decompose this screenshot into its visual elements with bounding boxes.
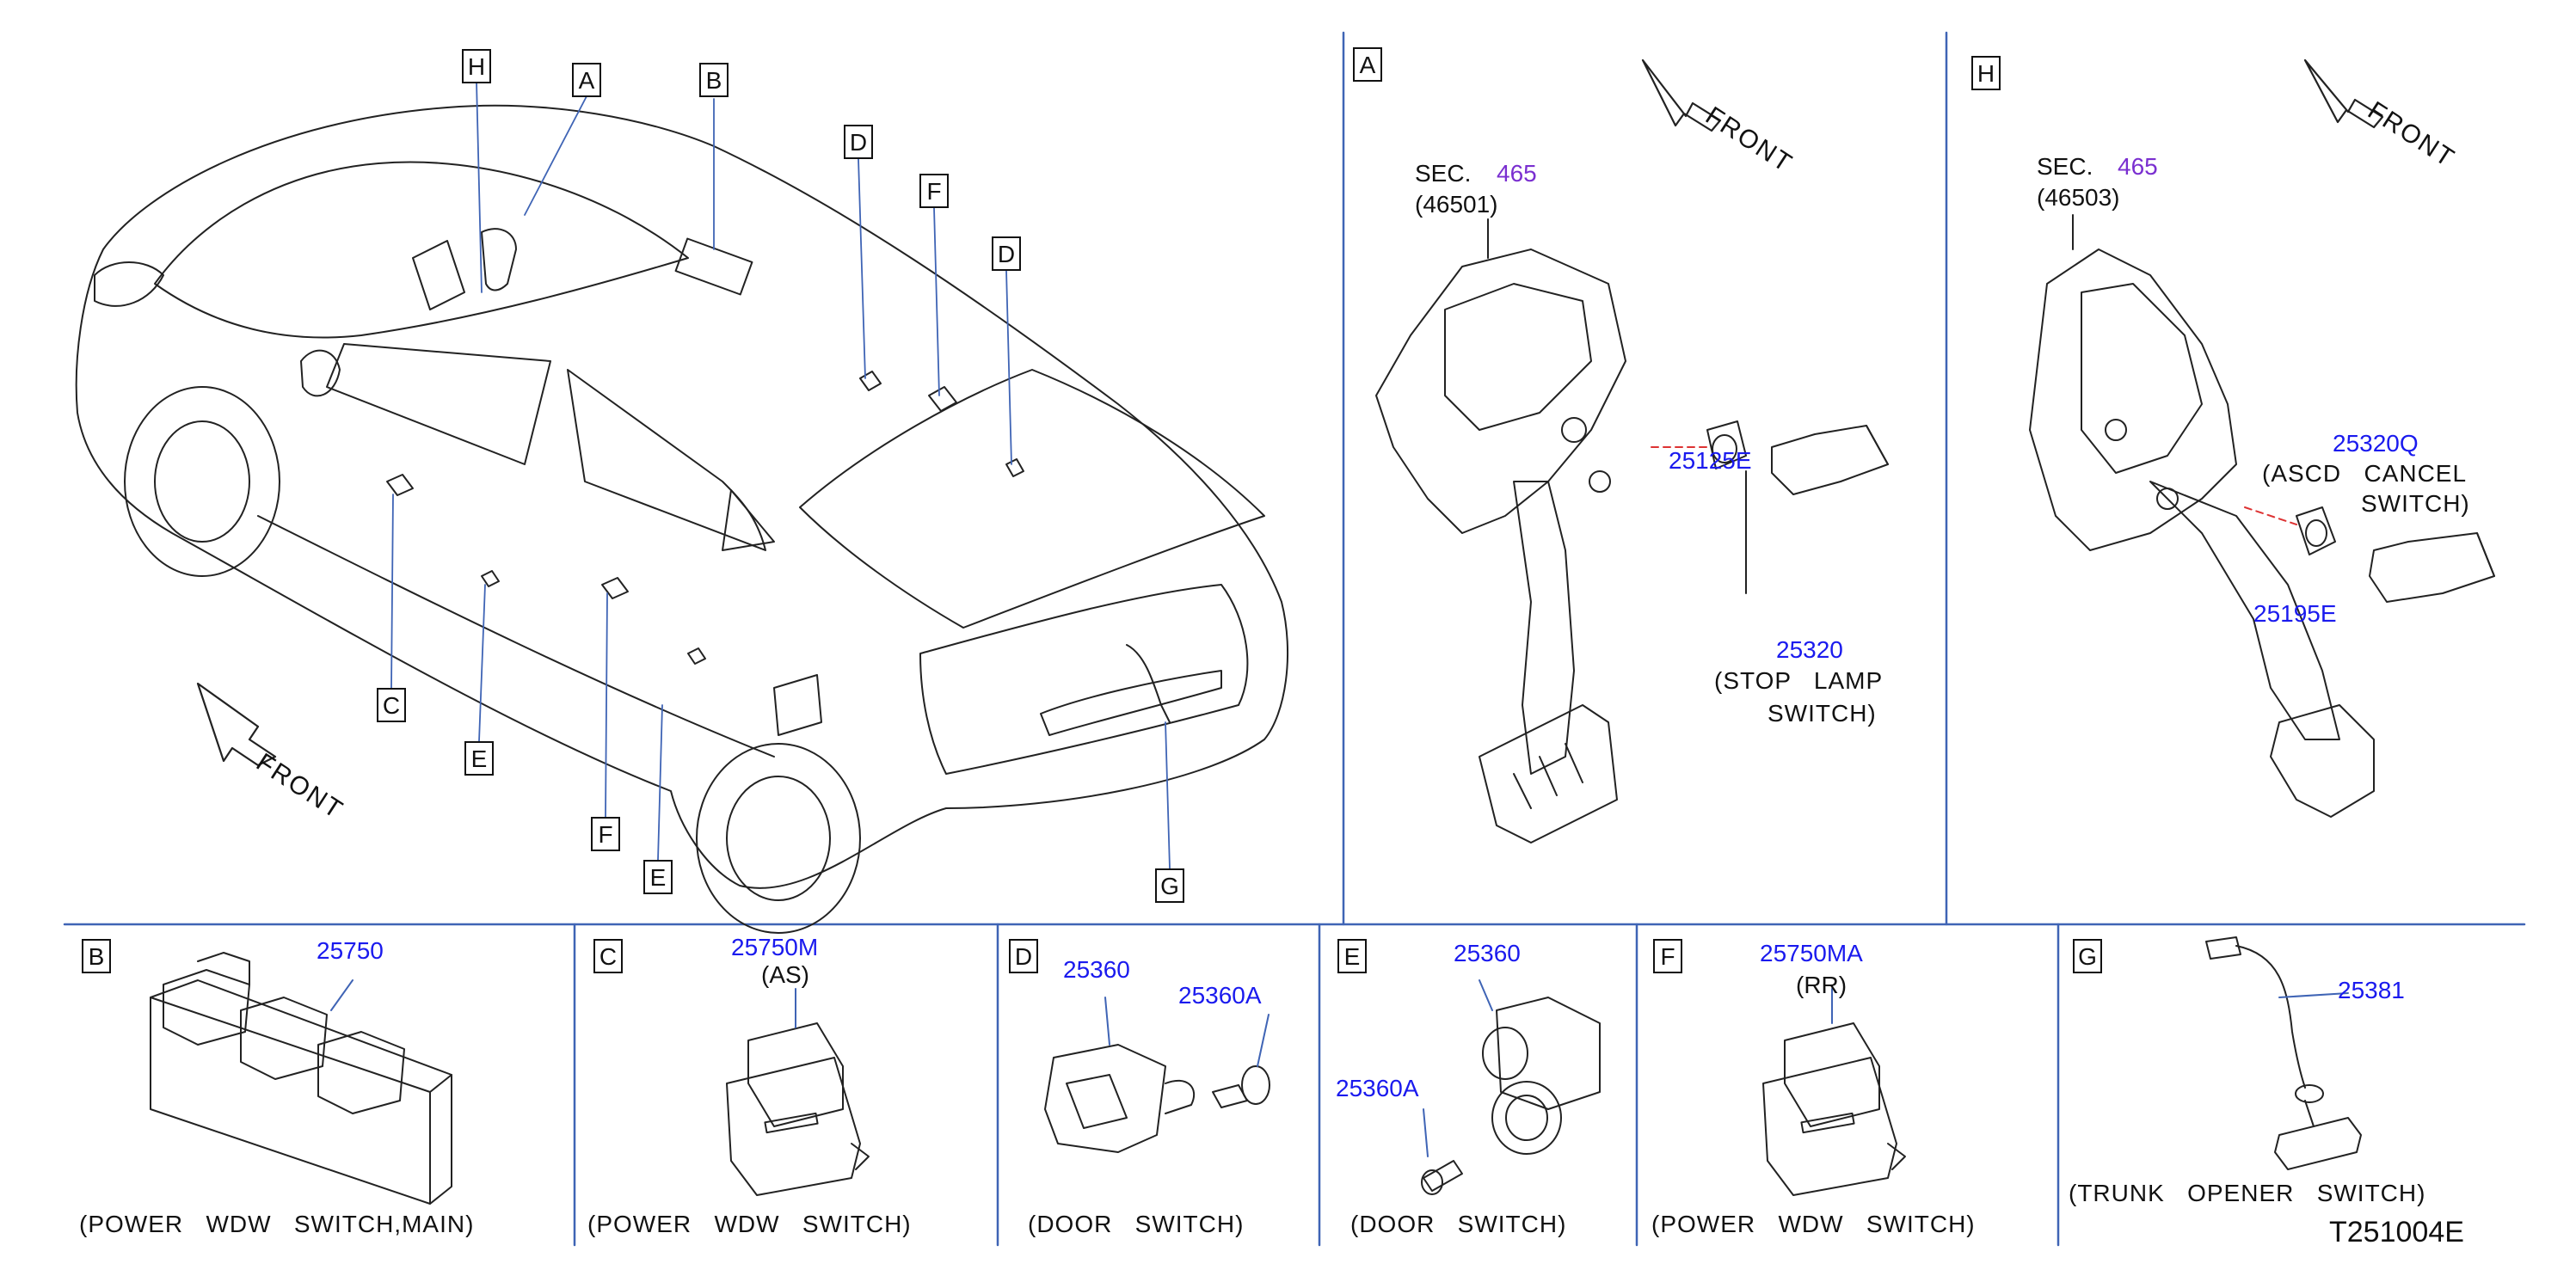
callout-b: B (699, 63, 729, 97)
panel-label-b: B (82, 939, 111, 973)
part-number-25360a: 25360A (1336, 1075, 1419, 1101)
part-note: (RR) (1796, 972, 1847, 998)
callout-g: G (1155, 868, 1184, 903)
section-sub-number: (46503) (2037, 184, 2120, 211)
callout-f: F (919, 174, 949, 208)
callout-f: F (591, 817, 620, 851)
panel-e-drawing (1421, 979, 1601, 1195)
section-number: 465 (1497, 160, 1537, 187)
part-number-25750ma: 25750MA (1760, 940, 1863, 966)
callout-d: D (992, 236, 1021, 271)
callout-e: E (643, 860, 673, 894)
detail-label-h: H (1971, 56, 2001, 90)
part-caption: SWITCH) (1768, 700, 1877, 727)
part-number-25195e: 25195E (2253, 600, 2337, 627)
callout-e: E (464, 741, 494, 776)
part-caption: SWITCH) (2361, 490, 2470, 517)
part-caption: (ASCD CANCEL (2262, 460, 2468, 487)
drawing-id: T251004E (2329, 1216, 2464, 1248)
callout-d: D (844, 125, 873, 159)
panel-label-g: G (2073, 939, 2102, 973)
part-caption: (DOOR SWITCH) (1028, 1211, 1245, 1237)
part-caption: (DOOR SWITCH) (1350, 1211, 1567, 1237)
car-overview-drawing (75, 81, 1288, 934)
panel-g-drawing (2205, 936, 2362, 1170)
part-caption: (POWER WDW SWITCH) (587, 1211, 912, 1237)
panel-f-drawing (1762, 988, 1906, 1196)
section-label: SEC. (1415, 160, 1472, 187)
panel-d-drawing (1044, 997, 1270, 1153)
section-label: SEC. (2037, 153, 2093, 180)
detail-label-a: A (1353, 47, 1382, 82)
panel-b-drawing (150, 952, 452, 1205)
part-number-25125e: 25125E (1669, 447, 1752, 474)
panel-label-c: C (593, 939, 623, 973)
part-number-25750m: 25750M (731, 934, 819, 960)
section-sub-number: (46501) (1415, 191, 1498, 218)
part-number-25381: 25381 (2338, 977, 2405, 1003)
part-caption: (TRUNK OPENER SWITCH) (2069, 1180, 2426, 1206)
panel-c-drawing (726, 988, 870, 1196)
part-caption: (STOP LAMP (1714, 667, 1884, 694)
part-number-25320q: 25320Q (2333, 430, 2419, 457)
detail-a-drawing (1375, 58, 1889, 844)
part-number-25360: 25360 (1454, 940, 1521, 966)
section-number: 465 (2118, 153, 2158, 180)
panel-label-d: D (1009, 939, 1038, 973)
part-number-25750: 25750 (317, 937, 384, 964)
panel-label-f: F (1653, 939, 1682, 973)
callout-a: A (572, 63, 601, 97)
part-caption: (POWER WDW SWITCH) (1651, 1211, 1976, 1237)
detail-h-drawing (2029, 58, 2495, 818)
part-number-25360: 25360 (1063, 956, 1130, 983)
panel-label-e: E (1337, 939, 1367, 973)
callout-h: H (462, 49, 491, 83)
callout-c: C (377, 688, 406, 722)
part-caption: (POWER WDW SWITCH,MAIN) (79, 1211, 475, 1237)
part-number-25360a: 25360A (1178, 982, 1262, 1009)
panel-dividers (63, 31, 2526, 1247)
part-note: (AS) (761, 961, 809, 988)
part-number-25320: 25320 (1776, 636, 1843, 663)
